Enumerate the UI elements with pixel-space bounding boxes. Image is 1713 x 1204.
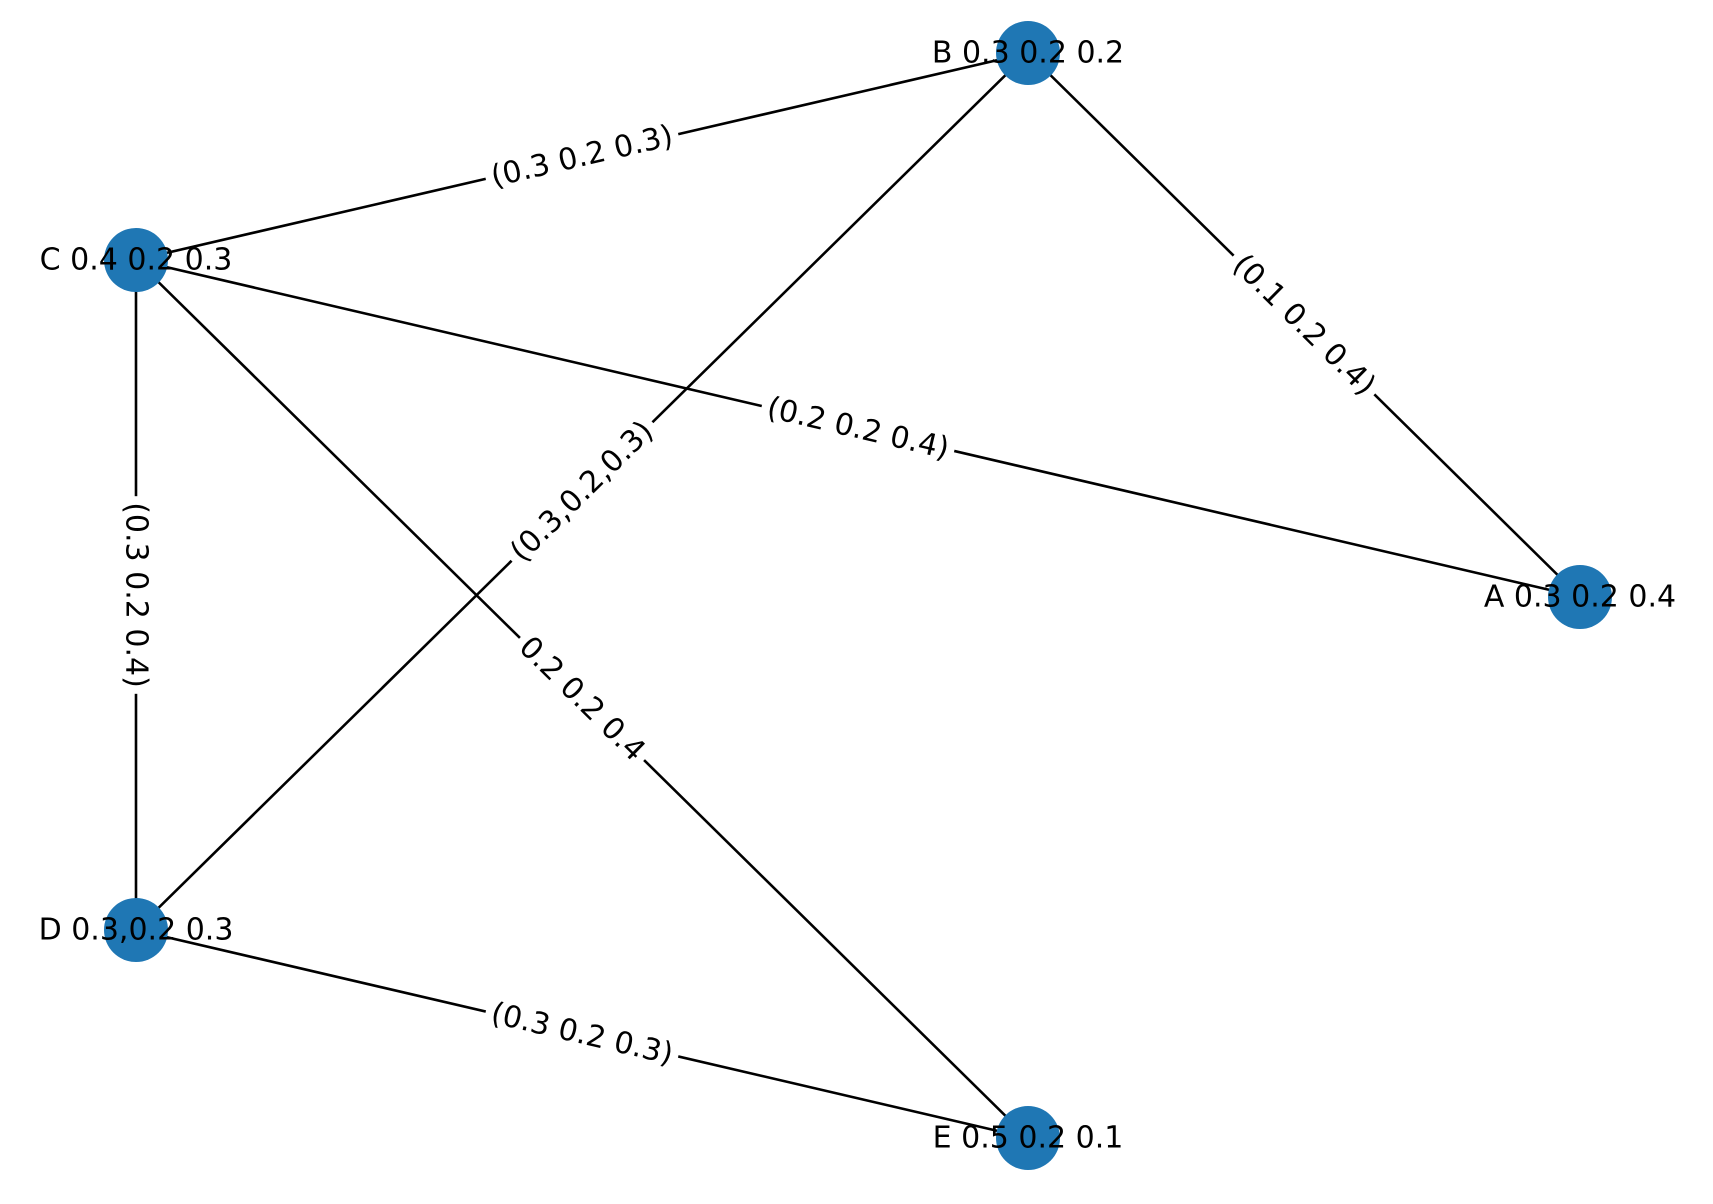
node-b [996, 21, 1060, 85]
edge-label: (0.3 0.2 0.3) [488, 996, 677, 1072]
edge-label: (0.2 0.2 0.4) [764, 390, 953, 466]
edge-label-background [1219, 241, 1389, 409]
edge-label-background [481, 115, 683, 198]
node-d [104, 898, 168, 962]
edge-label-group-c-e: 0.2 0.2 0.4 [506, 624, 658, 774]
node-label-a: A 0.3 0.2 0.4 [1484, 580, 1676, 615]
edge-labels-layer: (0.3 0.2 0.3) (0.1 0.2 0.4) (0.2 0.2 0.4) (… [116, 115, 1389, 1076]
edge-label: (0.3 0.2 0.3) [488, 118, 677, 194]
edge-label: (0.3,0.2,0.3) [504, 414, 661, 569]
edges-layer [134, 51, 1581, 1140]
edge-label-group-c-d: (0.3 0.2 0.4) [116, 496, 156, 694]
edge-label-background [116, 496, 156, 694]
edge-label-group-c-b: (0.3 0.2 0.3) [481, 115, 683, 198]
node-label-c: C 0.4 0.2 0.3 [40, 243, 233, 278]
nodes-layer [104, 21, 1612, 1170]
edge-label: (0.3 0.2 0.4) [119, 502, 154, 688]
node-a [1548, 565, 1612, 629]
edge-label-background [757, 387, 959, 470]
node-labels-layer: A 0.3 0.2 0.4 B 0.3 0.2 0.2 C 0.4 0.2 0.3D… [39, 36, 1677, 1156]
edge-label-background [506, 624, 658, 774]
edge-label-group-b-d: (0.3,0.2,0.3) [497, 408, 667, 575]
edge-label: (0.1 0.2 0.4) [1226, 247, 1383, 402]
node-label-d: D 0.3,0.2 0.3 [39, 913, 234, 948]
edge-label-group-b-a: (0.1 0.2 0.4) [1219, 241, 1389, 409]
node-label-e: E 0.5 0.2 0.1 [933, 1121, 1124, 1156]
node-e [996, 1106, 1060, 1170]
edge-label-group-d-e: (0.3 0.2 0.3) [481, 992, 683, 1076]
node-label-b: B 0.3 0.2 0.2 [932, 36, 1124, 71]
edge-label-background [481, 992, 683, 1076]
edge-label-group-c-a: (0.2 0.2 0.4) [757, 387, 959, 470]
edge-label-background [497, 408, 667, 575]
node-c [104, 228, 168, 292]
edge-label: 0.2 0.2 0.4 [512, 630, 652, 769]
